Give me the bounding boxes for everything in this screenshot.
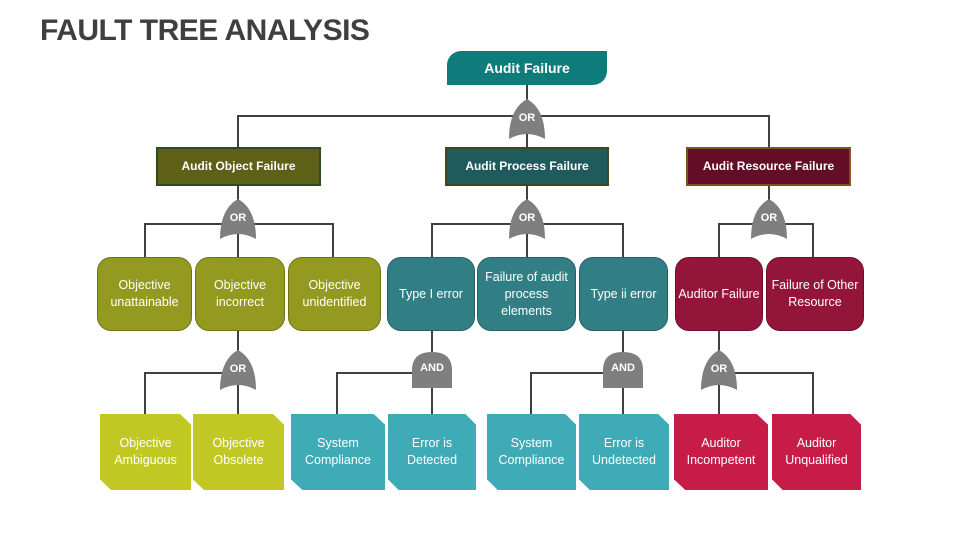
audit-process-failure[interactable]: Audit Process Failure: [445, 147, 609, 186]
system-compliance-type1[interactable]: System Compliance: [291, 414, 385, 490]
objective-ambiguous[interactable]: Objective Ambiguous: [100, 414, 191, 490]
or-gate-icon: [751, 199, 787, 239]
or-gate-icon: [220, 350, 256, 390]
or-gate-object: OR: [220, 199, 256, 239]
or-gate-top: OR: [509, 99, 545, 139]
or-gate-icon: [220, 199, 256, 239]
auditor-incompetent[interactable]: Auditor Incompetent: [674, 414, 768, 490]
or-gate-resource: OR: [751, 199, 787, 239]
objective-incorrect[interactable]: Objective incorrect: [195, 257, 285, 331]
and-gate-icon: [412, 352, 452, 388]
error-is-detected[interactable]: Error is Detected: [388, 414, 476, 490]
type-ii-error[interactable]: Type ii error: [579, 257, 668, 331]
or-gate-icon: [509, 99, 545, 139]
and-gate-type1: AND: [412, 352, 452, 388]
system-compliance-type2[interactable]: System Compliance: [487, 414, 576, 490]
and-gate-type2: AND: [603, 352, 643, 388]
or-gate-process: OR: [509, 199, 545, 239]
auditor-unqualified[interactable]: Auditor Unqualified: [772, 414, 861, 490]
failure-of-audit-process-elements[interactable]: Failure of audit process elements: [477, 257, 576, 331]
error-is-undetected[interactable]: Error is Undetected: [579, 414, 669, 490]
objective-unattainable[interactable]: Objective unattainable: [97, 257, 192, 331]
and-gate-icon: [603, 352, 643, 388]
objective-unidentified[interactable]: Objective unidentified: [288, 257, 381, 331]
or-gate-icon: [701, 350, 737, 390]
or-gate-auditor: OR: [701, 350, 737, 390]
page-title: FAULT TREE ANALYSIS: [40, 14, 370, 47]
audit-resource-failure[interactable]: Audit Resource Failure: [686, 147, 851, 186]
top-event-audit-failure[interactable]: Audit Failure: [447, 51, 607, 85]
or-gate-incorrect: OR: [220, 350, 256, 390]
auditor-failure[interactable]: Auditor Failure: [675, 257, 763, 331]
type-i-error[interactable]: Type I error: [387, 257, 475, 331]
objective-obsolete[interactable]: Objective Obsolete: [193, 414, 284, 490]
audit-object-failure[interactable]: Audit Object Failure: [156, 147, 321, 186]
failure-of-other-resource[interactable]: Failure of Other Resource: [766, 257, 864, 331]
or-gate-icon: [509, 199, 545, 239]
